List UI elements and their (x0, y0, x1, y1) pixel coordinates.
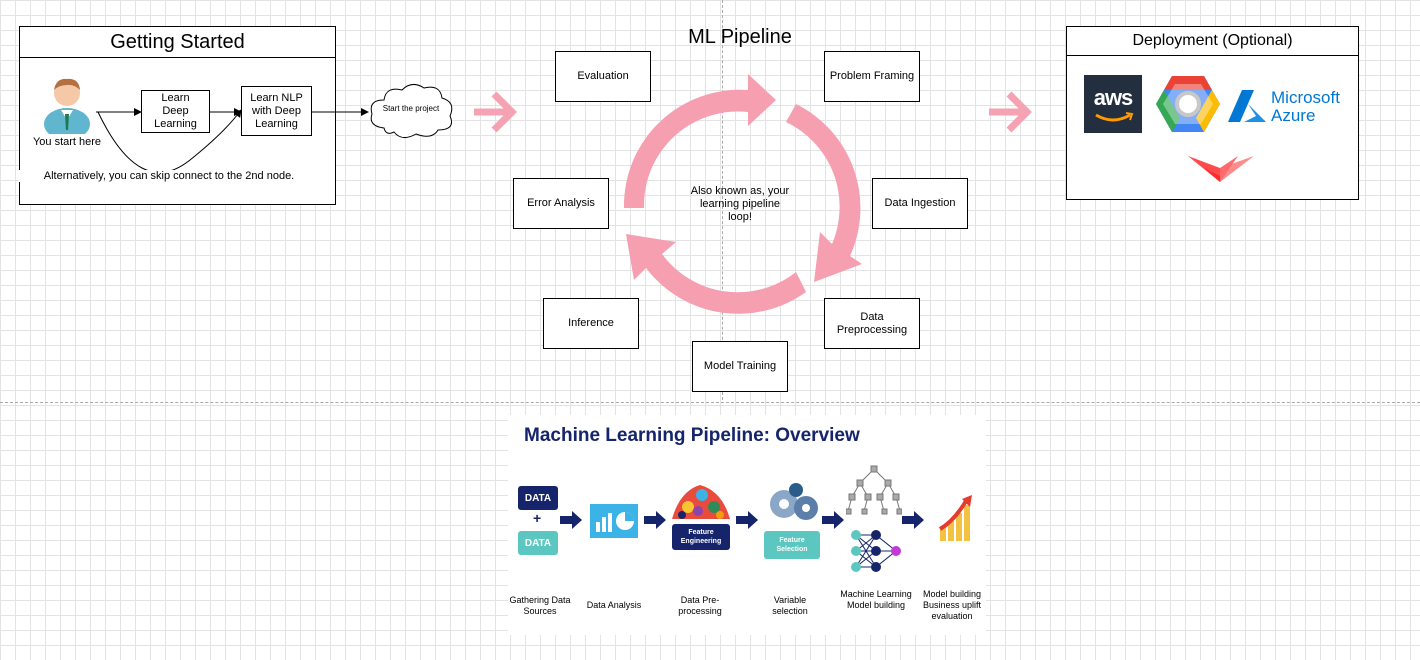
connector-skip-curve (97, 109, 242, 173)
overview-card: Machine Learning Pipeline: Overview DATA… (508, 415, 986, 635)
pipeline-cycle-arrows (623, 74, 862, 314)
neural-network-icon (851, 530, 901, 572)
azure-logo-text: Microsoft Azure (1271, 88, 1340, 125)
step-label-data-analysis: Data Analysis (586, 600, 642, 610)
google-cloud-logo (1156, 76, 1220, 132)
stage-problem-framing[interactable]: Problem Framing (824, 51, 920, 102)
step-label-gathering: Gathering Data Sources (509, 595, 571, 616)
person-icon (44, 78, 90, 134)
feature-selection-badge: Feature Selection (764, 531, 820, 559)
pipeline-center-note: Also known as, your learning pipeline lo… (690, 185, 790, 223)
vertical-guide (722, 0, 723, 400)
person-label: You start here (32, 136, 102, 148)
stage-error-analysis[interactable]: Error Analysis (513, 178, 609, 229)
skip-note: Alternatively, you can skip connect to t… (19, 170, 319, 182)
aws-smile-icon (1095, 112, 1134, 122)
cloud-label: Start the project (382, 104, 440, 113)
decision-tree-icon (846, 465, 902, 515)
step-learn-deep-learning[interactable]: Learn Deep Learning (141, 90, 210, 133)
step-label-ml-model: Machine Learning Model building (840, 589, 912, 610)
azure-logo-icon (1228, 90, 1266, 122)
step-label-business-uplift: Model building Business uplift evaluatio… (922, 589, 982, 621)
data-analysis-icon (590, 504, 638, 538)
stage-inference[interactable]: Inference (543, 298, 639, 349)
pink-arrow-right-2 (989, 91, 1032, 133)
step-label-variable-selection: Variable selection (772, 595, 808, 616)
stage-evaluation[interactable]: Evaluation (555, 51, 651, 102)
data-plus: + (533, 510, 542, 526)
data-chip-bottom: DATA (518, 531, 558, 555)
feature-engineering-badge: Feature Engineering (672, 524, 730, 550)
pipeline-title: ML Pipeline (688, 26, 792, 48)
stage-data-ingestion[interactable]: Data Ingestion (872, 178, 968, 229)
getting-started-title: Getting Started (20, 27, 335, 58)
deployment-title: Deployment (Optional) (1067, 27, 1358, 56)
gears-icon (770, 483, 818, 520)
step-learn-nlp[interactable]: Learn NLP with Deep Learning (241, 86, 312, 136)
streamlit-logo-icon (1188, 156, 1254, 182)
horizontal-guide (0, 402, 1420, 403)
step-label-preprocessing: Data Pre-processing (678, 595, 722, 616)
aws-logo: aws (1084, 75, 1142, 133)
overview-title: Machine Learning Pipeline: Overview (524, 425, 860, 446)
getting-started-connectors (96, 108, 369, 173)
aws-logo-text: aws (1093, 85, 1134, 110)
cloud-shape[interactable] (366, 80, 456, 142)
growth-chart-icon (938, 495, 972, 541)
feature-engineering-pile-icon (672, 485, 730, 519)
data-chip-top: DATA (518, 486, 558, 510)
overview-arrows (560, 511, 924, 529)
pink-arrow-right-1 (474, 91, 517, 133)
stage-model-training[interactable]: Model Training (692, 341, 788, 392)
stage-data-preprocessing[interactable]: Data Preprocessing (824, 298, 920, 349)
